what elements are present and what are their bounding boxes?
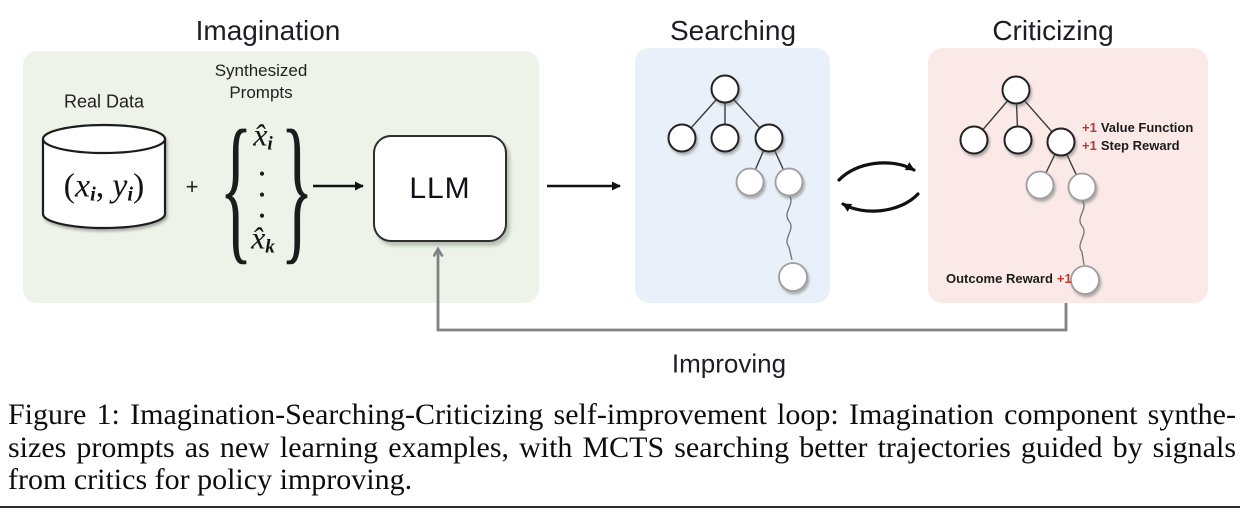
paren-close: ) bbox=[133, 167, 145, 205]
dot: . bbox=[258, 173, 266, 203]
synthesized-prompt-first: x̂i bbox=[253, 116, 273, 155]
var-xhat-subscript: i bbox=[267, 133, 273, 155]
comma: , bbox=[95, 167, 105, 205]
tree-nodes bbox=[959, 75, 1100, 295]
value-function-score: +1 bbox=[1082, 120, 1097, 135]
var-xhat-subscript: k bbox=[265, 236, 275, 258]
step-reward-label: Step Reward bbox=[1100, 138, 1180, 153]
real-data-label: Real Data bbox=[63, 91, 145, 112]
var-y-subscript: i bbox=[127, 183, 134, 206]
caption-line-2: sizes prompts as new learning examples, … bbox=[8, 430, 1236, 464]
bottom-rule bbox=[0, 506, 1240, 508]
real-data-tuple: (xi,yi) bbox=[64, 167, 145, 206]
synthesized-prompts-label: Synthesized Prompts bbox=[215, 60, 308, 104]
synthesized-prompt-last: x̂k bbox=[251, 219, 275, 258]
dot: . bbox=[258, 152, 266, 182]
var-x-subscript: i bbox=[90, 183, 96, 206]
paren-open: ( bbox=[63, 167, 75, 205]
caption-line-3: from critics for policy improving. bbox=[8, 463, 413, 496]
rollout-squiggle bbox=[1079, 199, 1085, 266]
improving-label: Improving bbox=[671, 348, 787, 379]
improving-loop-arrow bbox=[438, 249, 1068, 332]
dot: . bbox=[258, 194, 266, 224]
synthesized-prompts-line2: Prompts bbox=[229, 83, 293, 102]
value-function-label: Value Function bbox=[1100, 120, 1194, 135]
imagination-title: Imagination bbox=[195, 15, 341, 46]
outcome-reward-score: +1 bbox=[1056, 271, 1072, 286]
brace-open: { bbox=[219, 98, 253, 279]
plus-sign: + bbox=[185, 174, 199, 199]
tree-nodes bbox=[667, 74, 808, 292]
criticizing-panel bbox=[928, 48, 1208, 303]
caption-line-1: Figure 1: Imagination-Searching-Criticiz… bbox=[8, 398, 1236, 431]
brace-close: } bbox=[280, 98, 314, 279]
searching-title: Searching bbox=[669, 15, 797, 46]
cycle-arrows-icon bbox=[837, 161, 920, 213]
synthesized-prompts-line1: Synthesized bbox=[214, 61, 308, 80]
searching-mcts-tree bbox=[667, 74, 808, 292]
var-x: x bbox=[74, 167, 91, 205]
criticizing-mcts-tree bbox=[959, 75, 1100, 295]
llm-label: LLM bbox=[409, 171, 471, 205]
var-y: y bbox=[112, 167, 128, 205]
outcome-reward-label: Outcome Reward bbox=[946, 271, 1053, 286]
var-xhat: x̂ bbox=[251, 219, 266, 256]
var-xhat: x̂ bbox=[253, 116, 268, 153]
llm-box: LLM bbox=[373, 135, 507, 242]
vertical-ellipsis: . . . bbox=[258, 152, 266, 224]
rollout-squiggle bbox=[786, 194, 793, 261]
real-data-cylinder bbox=[41, 123, 167, 230]
criticizing-title: Criticizing bbox=[992, 15, 1114, 46]
figure-caption: Figure 1: Imagination-Searching-Criticiz… bbox=[8, 398, 1236, 497]
outcome-reward-note: Outcome Reward+1 bbox=[946, 271, 1072, 286]
step-reward-score: +1 bbox=[1082, 138, 1097, 153]
